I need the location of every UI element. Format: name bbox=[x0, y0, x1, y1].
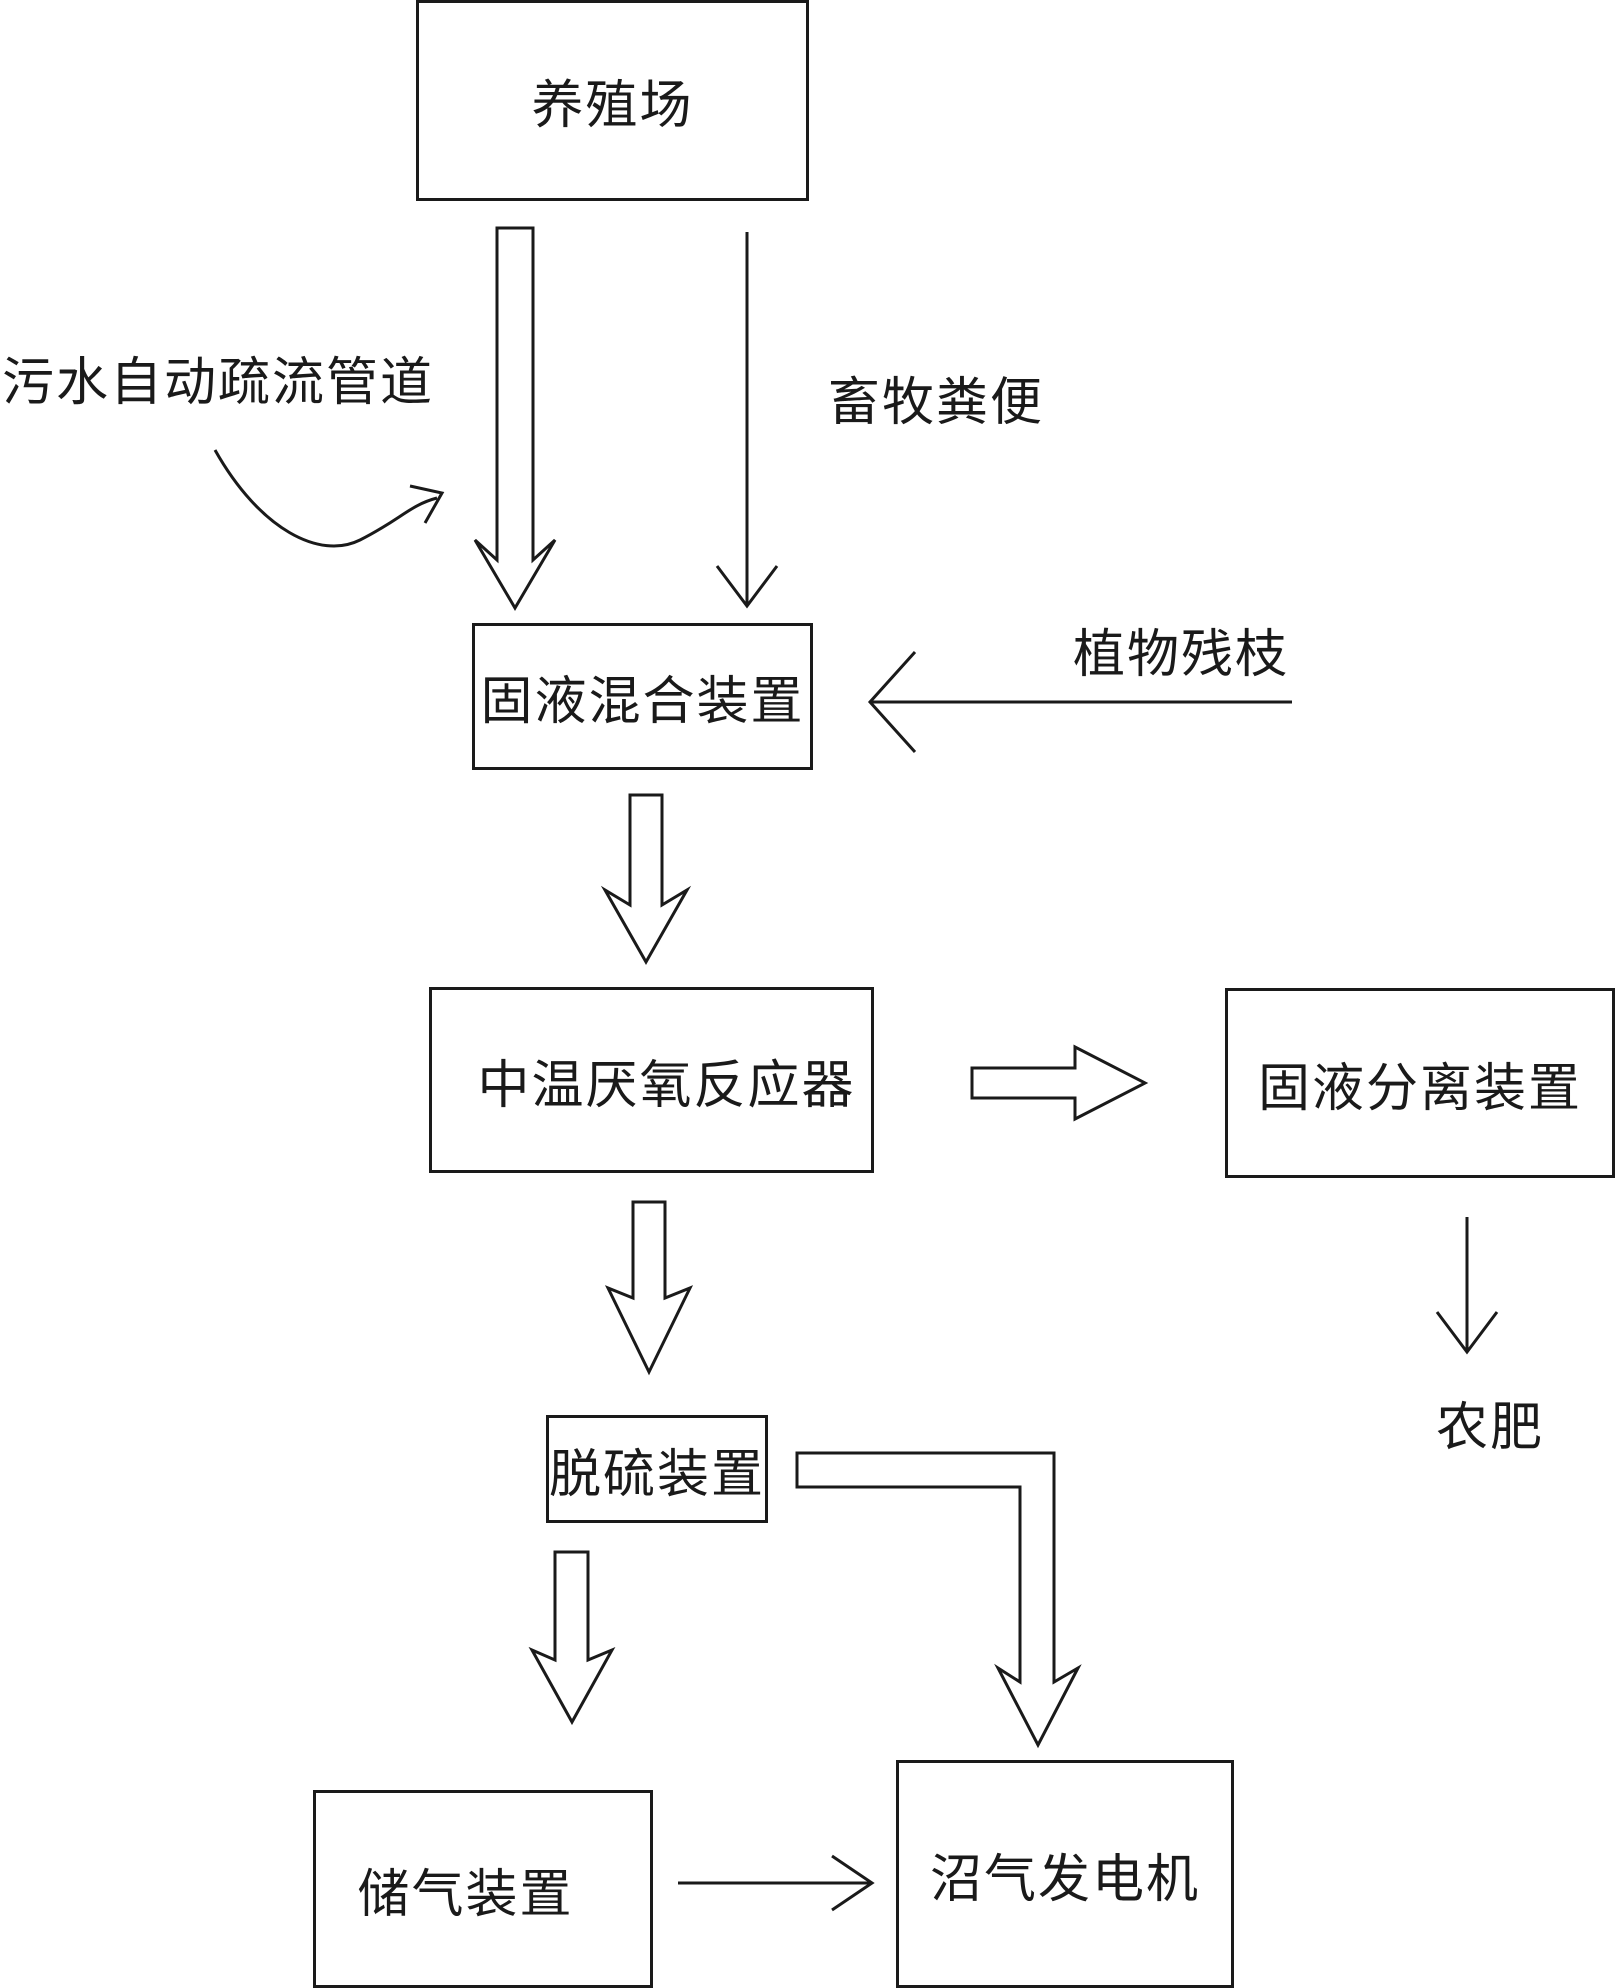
arrow-farm-to-mixer-sewage bbox=[473, 226, 557, 611]
node-desulfurizer: 脱硫装置 bbox=[546, 1415, 768, 1523]
arrow-reactor-to-separator bbox=[970, 1044, 1149, 1122]
node-desulfurizer-label: 脱硫装置 bbox=[549, 1444, 766, 1505]
node-generator-label: 沼气发电机 bbox=[929, 1849, 1200, 1910]
label-sewage-pipe: 污水自动疏流管道 bbox=[2, 353, 435, 413]
curved-pointer-sewage-head bbox=[409, 484, 445, 524]
node-mixer-label: 固液混合装置 bbox=[480, 672, 805, 732]
arrow-plant-to-mixer-head bbox=[867, 650, 917, 754]
label-fertilizer: 农肥 bbox=[1436, 1398, 1545, 1458]
node-generator: 沼气发电机 bbox=[896, 1760, 1234, 1988]
node-reactor-label: 中温厌氧反应器 bbox=[477, 1055, 856, 1116]
node-farm: 养殖场 bbox=[416, 0, 809, 201]
arrow-separator-to-fertilizer-head bbox=[1435, 1311, 1499, 1355]
arrow-farm-to-mixer-manure-head bbox=[715, 565, 779, 609]
arrow-desulfurizer-to-generator bbox=[795, 1451, 1082, 1749]
node-gas-storage: 储气装置 bbox=[313, 1790, 653, 1988]
arrow-desulfurizer-to-storage bbox=[528, 1550, 616, 1726]
curved-pointer-sewage bbox=[213, 449, 438, 548]
arrow-storage-to-generator-head bbox=[831, 1854, 875, 1912]
node-reactor: 中温厌氧反应器 bbox=[429, 987, 874, 1173]
label-manure: 畜牧粪便 bbox=[828, 373, 1045, 433]
node-farm-label: 养殖场 bbox=[531, 76, 694, 136]
node-separator-label: 固液分离装置 bbox=[1257, 1058, 1582, 1119]
label-plant-residue: 植物残枝 bbox=[1073, 625, 1290, 685]
node-gas-storage-label: 储气装置 bbox=[357, 1864, 574, 1925]
node-mixer: 固液混合装置 bbox=[472, 623, 813, 770]
arrow-reactor-to-desulfurizer bbox=[604, 1200, 694, 1376]
node-separator: 固液分离装置 bbox=[1225, 988, 1615, 1178]
arrow-mixer-to-reactor bbox=[600, 793, 692, 966]
